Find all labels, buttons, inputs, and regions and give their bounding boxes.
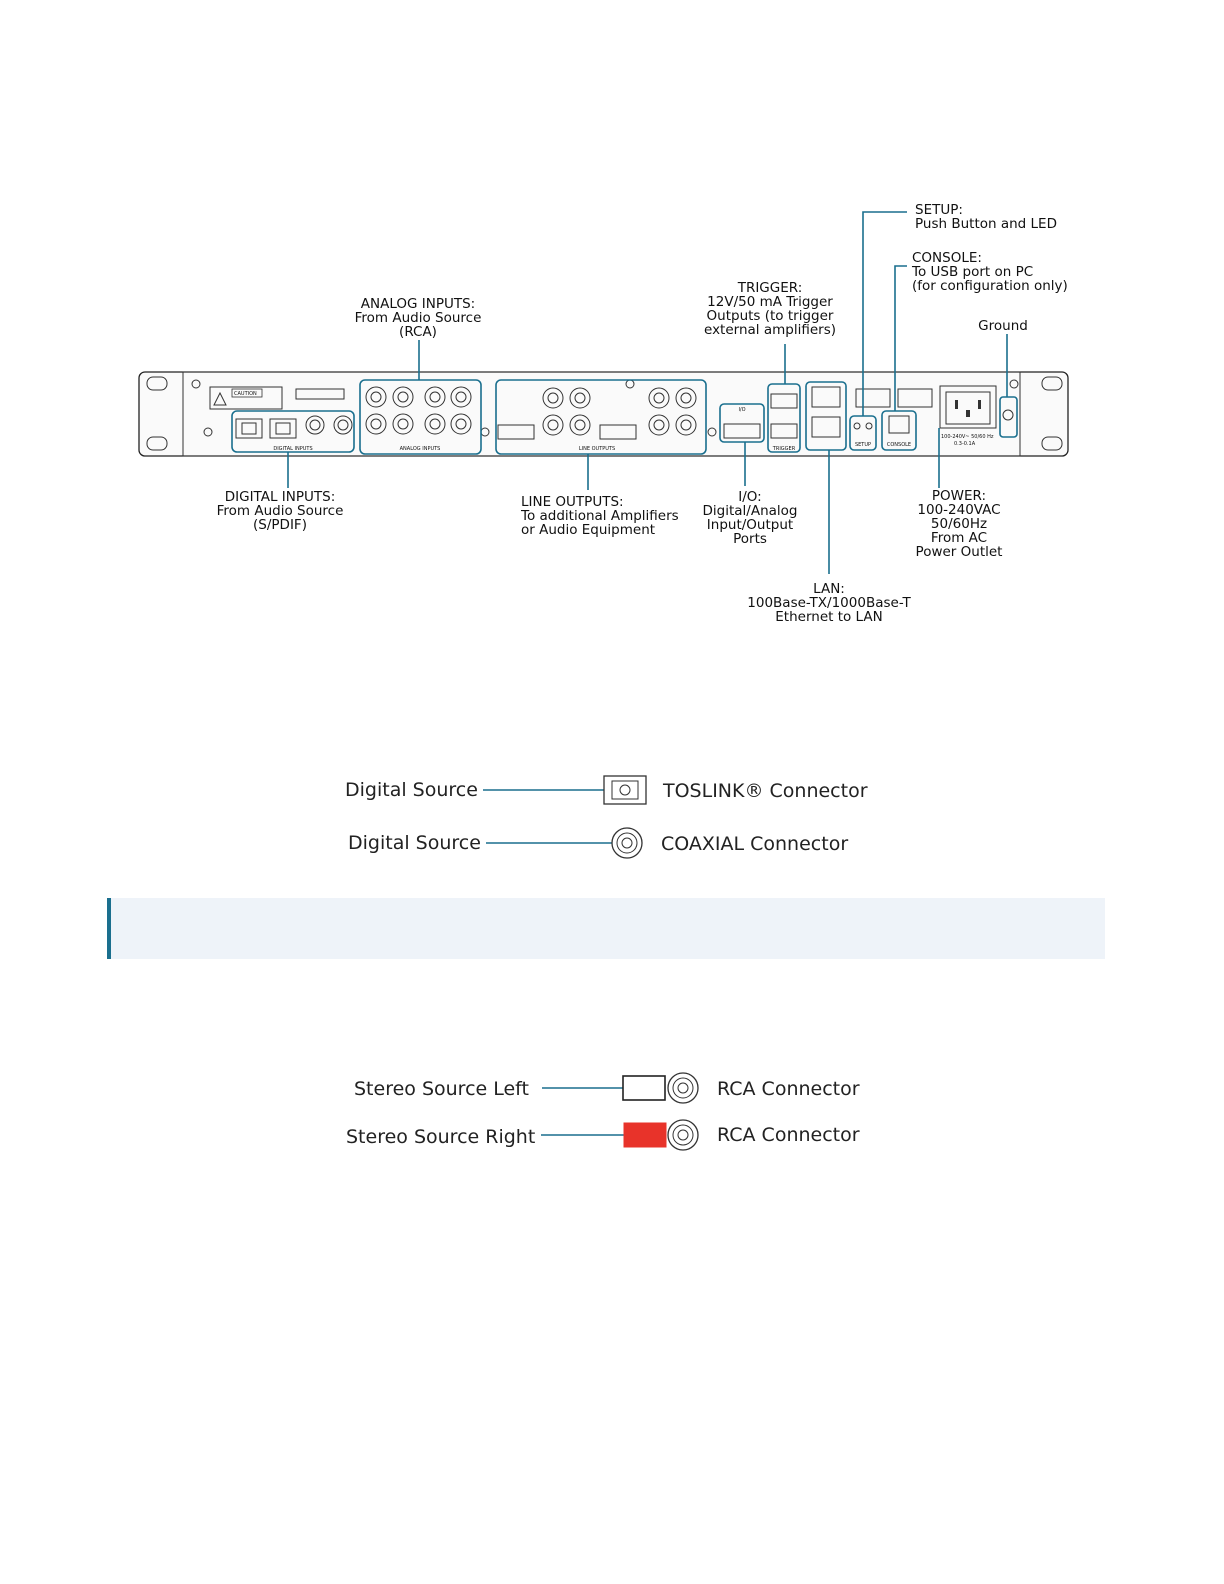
rca-icon — [667, 1119, 699, 1151]
coaxial-icon — [611, 827, 643, 859]
rear-panel-diagram: CAUTION DIGITAL INPUTS ANALOG INPUTS — [138, 202, 1069, 625]
caution-text: CAUTION — [234, 391, 257, 397]
callout-analog-line-3: (RCA) — [399, 324, 437, 340]
stereo-right-label: Stereo Source Right — [346, 1126, 535, 1148]
callout-power-line-3: 50/60Hz — [931, 516, 987, 532]
callout-io: I/O: Digital/Analog Input/Output Ports — [703, 489, 798, 547]
digital-legend-row-coaxial: Digital Source COAXIAL Connector — [348, 827, 848, 859]
power-rating-label: 100-240V~ 50/60 Hz — [941, 434, 994, 440]
rca-connector-label: RCA Connector — [717, 1078, 860, 1100]
callout-trigger-line-1: TRIGGER: — [737, 280, 803, 296]
callout-power-line-5: Power Outlet — [916, 544, 1003, 560]
rack-chassis — [138, 371, 1069, 457]
caution-label: CAUTION — [209, 386, 345, 410]
callout-trigger-line-2: 12V/50 mA Trigger — [707, 294, 833, 310]
callout-io-line-3: Input/Output — [707, 517, 793, 533]
ground-terminal — [999, 396, 1018, 438]
toslink-port-1 — [235, 418, 263, 439]
callout-leader-lines — [287, 211, 1008, 574]
coaxial-port-3 — [305, 415, 325, 435]
rca-icon — [667, 1072, 699, 1104]
rca-connector-label: RCA Connector — [717, 1124, 860, 1146]
note-callout — [107, 898, 1105, 959]
toslink-icon — [603, 775, 647, 805]
callout-analog-line-2: From Audio Source — [355, 310, 482, 326]
analog-inputs-group: ANALOG INPUTS — [359, 379, 482, 455]
callout-digital-line-1: DIGITAL INPUTS: — [225, 489, 336, 505]
line-outputs-panel-label: LINE OUTPUTS — [579, 446, 615, 452]
power-current-label: 0.3-0.1A — [954, 441, 976, 447]
trigger-group: TRIGGER — [767, 383, 801, 453]
coaxial-port-4 — [333, 415, 353, 435]
digital-legend-row-toslink: Digital Source TOSLINK® Connector — [345, 775, 868, 805]
lan-group — [805, 381, 847, 451]
toslink-port-2 — [269, 418, 297, 439]
callout-analog-inputs: ANALOG INPUTS: From Audio Source (RCA) — [355, 296, 482, 340]
callout-io-line-2: Digital/Analog — [703, 503, 798, 519]
setup-panel-label: SETUP — [855, 442, 871, 448]
rack-ear-hole — [1041, 376, 1063, 391]
rack-ear-hole — [146, 376, 168, 391]
callout-console-line-3: (for configuration only) — [912, 278, 1068, 294]
callout-console-line-1: CONSOLE: — [912, 250, 982, 266]
callout-console: CONSOLE: To USB port on PC (for configur… — [911, 250, 1068, 294]
line-outputs-group: LINE OUTPUTS — [495, 379, 707, 455]
callout-digital-line-3: (S/PDIF) — [253, 517, 307, 533]
callout-power-line-4: From AC — [931, 530, 987, 546]
stereo-left-label: Stereo Source Left — [354, 1078, 529, 1100]
power-inlet: 100-240V~ 50/60 Hz 0.3-0.1A — [939, 385, 997, 447]
callout-ground-line-1: Ground — [978, 318, 1028, 334]
callout-line-outputs-line-1: LINE OUTPUTS: — [521, 494, 624, 510]
digital-inputs-panel-label: DIGITAL INPUTS — [273, 446, 312, 452]
digital-inputs-group: DIGITAL INPUTS — [231, 410, 355, 453]
callout-ground: Ground — [978, 318, 1028, 334]
rack-ear-hole — [1041, 436, 1063, 451]
callout-trigger-line-3: Outputs (to trigger — [707, 308, 834, 324]
callout-analog-line-1: ANALOG INPUTS: — [361, 296, 475, 312]
callout-setup-line-1: SETUP: — [915, 202, 963, 218]
callout-power: POWER: 100-240VAC 50/60Hz From AC Power … — [916, 488, 1003, 560]
callout-trigger-line-4: external amplifiers) — [704, 322, 836, 338]
callout-lan-line-3: Ethernet to LAN — [775, 609, 882, 625]
io-panel-label: I/O — [738, 407, 745, 413]
callout-digital-line-2: From Audio Source — [217, 503, 344, 519]
io-group: I/O — [719, 403, 765, 443]
callout-io-line-4: Ports — [733, 531, 767, 547]
callout-power-line-2: 100-240VAC — [917, 502, 1000, 518]
analog-legend-row-left: Stereo Source Left RCA Connector — [354, 1072, 860, 1104]
callout-setup: SETUP: Push Button and LED — [915, 202, 1057, 232]
callout-line-outputs: LINE OUTPUTS: To additional Amplifiers o… — [520, 494, 679, 538]
callout-console-line-2: To USB port on PC — [911, 264, 1033, 280]
rack-ear-hole — [146, 436, 168, 451]
digital-source-label: Digital Source — [345, 779, 478, 801]
callout-lan: LAN: 100Base-TX/1000Base-T Ethernet to L… — [747, 581, 911, 625]
rca-red-swatch — [623, 1122, 667, 1148]
toslink-connector-label: TOSLINK® Connector — [662, 780, 868, 802]
callout-power-line-1: POWER: — [932, 488, 986, 504]
callout-line-outputs-line-2: To additional Amplifiers — [520, 508, 679, 524]
analog-inputs-panel-label: ANALOG INPUTS — [400, 446, 441, 452]
callout-setup-line-2: Push Button and LED — [915, 216, 1057, 232]
callout-line-outputs-line-3: or Audio Equipment — [521, 522, 655, 538]
callout-trigger: TRIGGER: 12V/50 mA Trigger Outputs (to t… — [704, 280, 836, 338]
callout-lan-line-2: 100Base-TX/1000Base-T — [747, 595, 911, 611]
console-panel-label: CONSOLE — [887, 442, 911, 448]
trigger-panel-label: TRIGGER — [772, 446, 796, 452]
callout-io-line-1: I/O: — [738, 489, 761, 505]
rca-white-swatch — [622, 1075, 666, 1101]
analog-legend-row-right: Stereo Source Right RCA Connector — [346, 1119, 860, 1151]
callout-lan-line-1: LAN: — [813, 581, 845, 597]
callout-digital-inputs: DIGITAL INPUTS: From Audio Source (S/PDI… — [217, 489, 344, 533]
coaxial-connector-label: COAXIAL Connector — [661, 833, 848, 855]
console-group: CONSOLE — [881, 388, 933, 451]
digital-source-label: Digital Source — [348, 832, 481, 854]
